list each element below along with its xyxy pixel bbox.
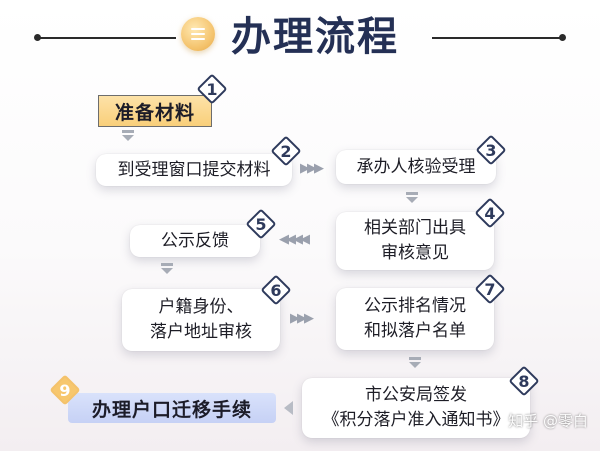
- step-4-number: 4: [484, 203, 496, 223]
- step-6-line2: 落户地址审核: [150, 322, 252, 342]
- step-7-line1: 公示排名情况: [364, 296, 466, 317]
- step-1-label: 准备材料: [98, 95, 212, 127]
- list-icon: [181, 17, 215, 51]
- right-arrow-icon: ▶▶▶: [300, 161, 324, 176]
- left-arrow-icon: ◀◀◀◀: [279, 232, 310, 247]
- title-line-left-dot: [34, 34, 41, 41]
- down-arrow-icon: [122, 130, 134, 142]
- step-1-number: 1: [206, 79, 218, 99]
- title-line-right-dot: [559, 34, 566, 41]
- step-3-label: 承办人核验受理: [356, 156, 476, 177]
- step-2-box: 到受理窗口提交材料: [96, 154, 292, 186]
- step-5-number: 5: [255, 214, 267, 234]
- step-8-box: 市公安局签发 《积分落户准入通知书》: [302, 378, 530, 438]
- step-4-line1: 相关部门出具: [364, 218, 466, 239]
- step-3-box: 承办人核验受理: [336, 150, 496, 184]
- down-arrow-icon: [409, 357, 421, 369]
- left-arrow-icon: [284, 401, 293, 415]
- step-5-box: 公示反馈: [130, 225, 260, 257]
- step-2-label: 到受理窗口提交材料: [117, 159, 271, 180]
- step-7-number: 7: [484, 279, 496, 299]
- step-8-line1: 市公安局签发: [365, 385, 467, 406]
- right-arrow-icon: ▶▶▶: [290, 311, 314, 326]
- step-9-number: 9: [59, 380, 71, 400]
- step-9-label: 办理户口迁移手续: [68, 393, 276, 423]
- down-arrow-icon: [161, 263, 173, 275]
- step-4-box: 相关部门出具 审核意见: [336, 212, 494, 270]
- step-4-line2: 审核意见: [381, 243, 449, 263]
- step-6-line1: 户籍身份、: [158, 297, 244, 318]
- down-arrow-icon: [406, 192, 418, 204]
- step-2-number: 2: [280, 141, 292, 161]
- title-line-left: [38, 37, 176, 39]
- watermark: 知乎 @零白: [508, 412, 588, 430]
- step-6-box: 户籍身份、 落户地址审核: [122, 289, 280, 351]
- step-3-number: 3: [485, 140, 497, 160]
- step-6-number: 6: [270, 280, 282, 300]
- step-8-line2: 《积分落户准入通知书》: [322, 410, 510, 430]
- step-8-number: 8: [518, 371, 530, 391]
- step-7-box: 公示排名情况 和拟落户名单: [336, 288, 494, 350]
- title-line-right: [432, 37, 562, 39]
- page-title: 办理流程: [231, 14, 399, 60]
- step-7-line2: 和拟落户名单: [364, 321, 466, 341]
- step-5-label: 公示反馈: [161, 230, 229, 251]
